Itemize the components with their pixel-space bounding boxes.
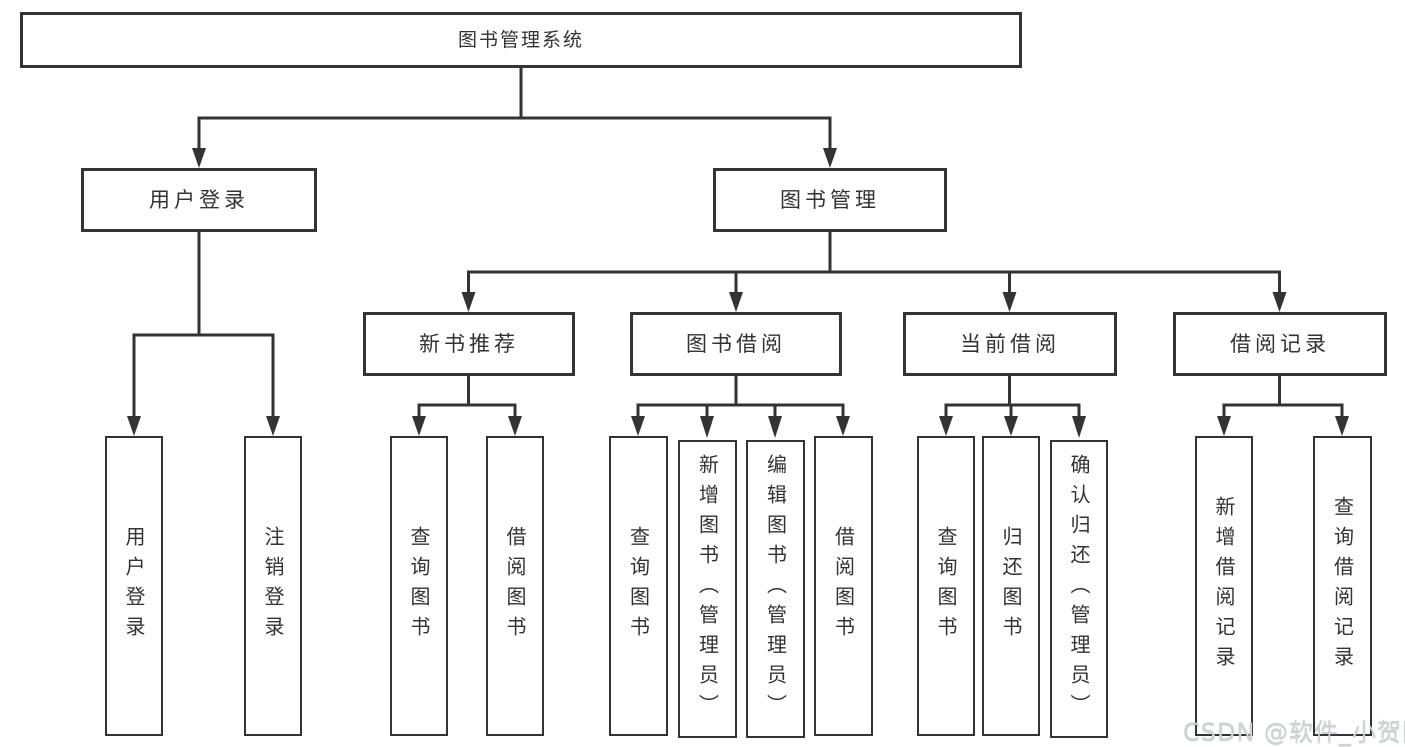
leaf-current-return: 归还图书 [982,436,1040,736]
leaf-user-login: 用户登录 [105,436,163,736]
node-borrow-records-label: 借阅记录 [1230,331,1330,356]
connector-borrow-records-children [1217,376,1349,436]
arrowhead [266,416,280,436]
leaf-borrow-add-admin: 新增图书（管理员） [678,440,737,738]
node-book-borrow-label: 图书借阅 [686,331,786,356]
leaf-newbook-query: 查询图书 [390,436,448,736]
arrowhead [461,292,476,312]
connector-new-book-children [412,376,522,436]
arrowhead [823,148,837,168]
leaf-current-query: 查询图书 [917,436,975,736]
arrowhead [508,416,522,436]
arrowhead [127,416,141,436]
node-book-borrow: 图书借阅 [630,312,842,376]
node-root: 图书管理系统 [20,12,1022,68]
arrowhead [1004,416,1018,436]
arrowhead [1072,416,1086,438]
node-new-book-recommend-label: 新书推荐 [419,331,519,356]
leaf-record-add-label: 新增借阅记录 [1212,496,1236,676]
arrowhead [631,416,645,436]
arrowhead [768,416,782,438]
leaf-record-add: 新增借阅记录 [1195,436,1253,736]
leaf-record-query-label: 查询借阅记录 [1330,496,1355,676]
arrowhead [1335,416,1349,436]
leaf-record-query: 查询借阅记录 [1313,436,1372,736]
leaf-borrow-book-label: 借阅图书 [831,526,856,646]
node-new-book-recommend: 新书推荐 [363,312,575,376]
leaf-newbook-borrow-label: 借阅图书 [503,526,527,646]
arrowhead [729,292,743,312]
connector-current-borrow-children [939,376,1086,438]
leaf-current-return-label: 归还图书 [999,526,1023,646]
leaf-borrow-query-label: 查询图书 [626,526,651,646]
connector-root-to-level2 [192,68,837,168]
arrowhead [1272,292,1287,312]
leaf-borrow-book: 借阅图书 [814,436,873,736]
connector-user-login-children [127,232,280,436]
arrowhead [412,416,426,436]
arrowhead [1002,292,1017,312]
leaf-logout-label: 注销登录 [261,526,285,646]
node-borrow-records: 借阅记录 [1173,312,1387,376]
arrowhead [192,148,206,168]
leaf-current-query-label: 查询图书 [934,526,958,646]
node-book-mgmt-label: 图书管理 [780,187,880,212]
arrowhead [939,416,953,436]
leaf-logout: 注销登录 [244,436,302,736]
leaf-borrow-query: 查询图书 [609,436,668,736]
leaf-current-confirm-admin-label: 确认归还（管理员） [1067,454,1091,724]
watermark: CSDN @软件_小贺同学 [1183,718,1405,746]
leaf-borrow-edit-admin-label: 编辑图书（管理员） [763,454,788,724]
node-root-label: 图书管理系统 [457,28,584,51]
arrowhead [1217,416,1231,436]
node-current-borrow-label: 当前借阅 [960,331,1060,356]
node-book-mgmt: 图书管理 [713,168,947,232]
arrowhead [836,416,850,436]
leaf-borrow-edit-admin: 编辑图书（管理员） [746,440,805,738]
leaf-borrow-add-admin-label: 新增图书（管理员） [695,454,720,724]
connector-book-borrow-children [631,376,850,438]
leaf-newbook-borrow: 借阅图书 [486,436,544,736]
leaf-user-login-label: 用户登录 [122,526,146,646]
node-current-borrow: 当前借阅 [903,312,1117,376]
leaf-current-confirm-admin: 确认归还（管理员） [1050,440,1108,738]
arrowhead [700,416,714,438]
node-user-login-label: 用户登录 [149,187,249,212]
node-user-login: 用户登录 [81,168,317,232]
leaf-newbook-query-label: 查询图书 [407,526,431,646]
connector-book-mgmt-children [461,232,1287,312]
